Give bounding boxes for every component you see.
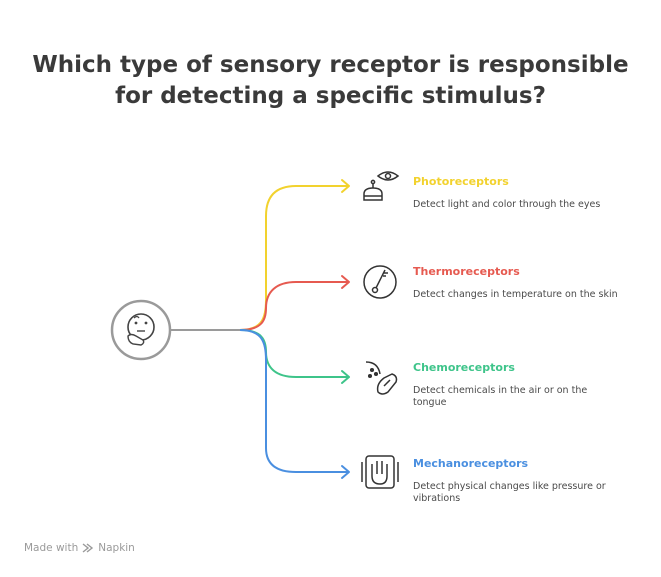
branch-arrow-chemoreceptors (341, 370, 350, 384)
title-line-2: for detecting a specific stimulus? (115, 83, 546, 109)
branch-connector-mechanoreceptors (239, 329, 348, 473)
made-with-napkin-footer: Made with Napkin (24, 542, 135, 554)
thermometer-gauge-icon (363, 265, 397, 299)
desc-photoreceptors: Detect light and color through the eyes (413, 199, 601, 210)
footer-made-with: Made with (24, 542, 79, 554)
eye-robot-icon (363, 171, 400, 201)
label-chemoreceptors: Chemoreceptors (413, 361, 515, 374)
desc-chemoreceptors: Detect chemicals in the air or on the to… (413, 385, 588, 408)
title-line-1: Which type of sensory receptor is respon… (32, 52, 629, 78)
label-thermoreceptors: Thermoreceptors (413, 265, 520, 278)
hand-touch-icon (361, 455, 399, 489)
branch-arrow-mechanoreceptors (341, 465, 350, 479)
branch-connector-chemoreceptors (239, 329, 348, 378)
desc-mechanoreceptors: Detect physical changes like pressure or… (413, 481, 606, 504)
branch-arrow-photoreceptors (341, 179, 350, 193)
thinking-face-icon (110, 299, 172, 361)
branch-connector-thermoreceptors (239, 281, 348, 331)
diagram-title: Which type of sensory receptor is respon… (0, 50, 661, 112)
footer-brand: Napkin (98, 542, 135, 554)
nose-tongue-icon (365, 361, 398, 395)
napkin-logo-icon (82, 543, 94, 553)
label-mechanoreceptors: Mechanoreceptors (413, 457, 529, 470)
label-photoreceptors: Photoreceptors (413, 175, 509, 188)
desc-thermoreceptors: Detect changes in temperature on the ski… (413, 289, 618, 300)
branch-connector-photoreceptors (239, 185, 348, 331)
branch-arrow-thermoreceptors (341, 275, 350, 289)
